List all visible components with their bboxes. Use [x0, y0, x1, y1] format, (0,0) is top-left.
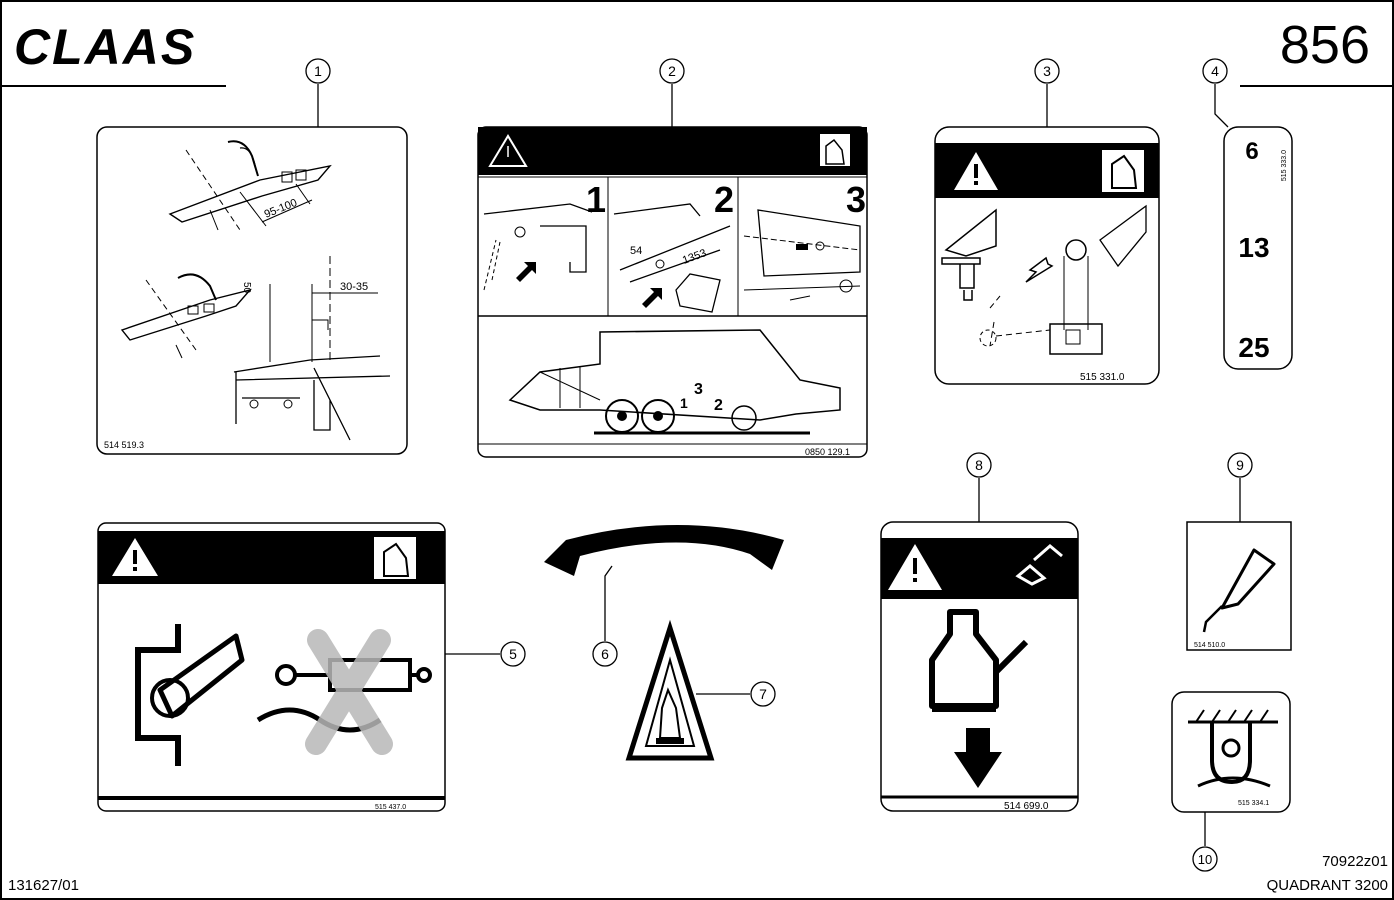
svg-text:515 333.0: 515 333.0: [1281, 150, 1288, 181]
svg-text:50: 50: [241, 282, 252, 294]
svg-text:515 331.0: 515 331.0: [1080, 372, 1125, 383]
svg-text:514 699.0: 514 699.0: [1004, 801, 1049, 812]
decal-3: 515 331.0: [934, 126, 1160, 385]
svg-text:2: 2: [668, 63, 676, 79]
decal-7: [625, 619, 715, 761]
claas-logo: CLAAS: [14, 19, 196, 75]
callout-6: 6: [592, 641, 618, 667]
svg-text:2: 2: [714, 179, 734, 220]
svg-text:0850 129.1: 0850 129.1: [805, 447, 850, 457]
callout-10: 10: [1192, 846, 1218, 872]
svg-text:6: 6: [1245, 138, 1258, 165]
footer-right-code: 70922z01: [1322, 853, 1388, 870]
decal-2: 1 2 3 54 1353 1 2 3 0850 129.1: [477, 126, 868, 458]
svg-text:4: 4: [1211, 63, 1219, 79]
callout-8: 8: [966, 452, 992, 478]
svg-text:514 510.0: 514 510.0: [1194, 642, 1225, 649]
callout-5: 5: [500, 641, 526, 667]
callout-7: 7: [750, 681, 776, 707]
callout-4: 4: [1202, 58, 1228, 84]
svg-text:2: 2: [714, 397, 723, 414]
svg-text:515 334.1: 515 334.1: [1238, 800, 1269, 807]
svg-text:13: 13: [1238, 232, 1269, 263]
svg-text:1: 1: [680, 395, 688, 411]
svg-text:1: 1: [314, 63, 322, 79]
manual-hand-icon: [383, 542, 410, 577]
decal-4: 6 13 25 515 333.0: [1223, 126, 1293, 370]
svg-text:CLAAS: CLAAS: [14, 19, 196, 75]
falling-person-icon: [1015, 544, 1063, 586]
svg-text:9: 9: [1236, 457, 1244, 473]
manual-hand-icon: [1111, 154, 1138, 189]
svg-text:3: 3: [694, 381, 703, 398]
svg-text:515 437.0: 515 437.0: [375, 804, 406, 811]
svg-text:6: 6: [601, 646, 609, 662]
callout-2: 2: [659, 58, 685, 84]
callout-9: 9: [1227, 452, 1253, 478]
callout-3: 3: [1034, 58, 1060, 84]
svg-text:514 519.3: 514 519.3: [104, 440, 144, 450]
rotation-arrow-icon: [544, 525, 784, 576]
decal-5: 515 437.0: [97, 522, 446, 812]
footer-left-code: 131627/01: [8, 877, 79, 894]
svg-text:5: 5: [509, 646, 517, 662]
decal-1: 95-100 50 30-35 514 519.3: [96, 126, 408, 455]
manual-hand-icon: [825, 138, 845, 165]
svg-text:10: 10: [1198, 852, 1212, 867]
leader-lines: [317, 84, 1241, 846]
decal-9: 514 510.0: [1186, 521, 1292, 651]
callout-1: 1: [305, 58, 331, 84]
svg-text:30-35: 30-35: [340, 281, 368, 293]
footer-model: QUADRANT 3200: [1267, 877, 1388, 894]
svg-text:25: 25: [1238, 332, 1269, 363]
down-arrow-icon: [954, 728, 1002, 788]
grease-gun-icon: [1220, 548, 1276, 610]
svg-text:3: 3: [846, 179, 866, 220]
svg-text:54: 54: [630, 245, 642, 257]
warning-icon: [488, 134, 528, 167]
svg-text:1: 1: [586, 179, 606, 220]
prohibited-cross: [305, 629, 393, 755]
svg-text:7: 7: [759, 686, 767, 702]
svg-text:3: 3: [1043, 63, 1051, 79]
decal-10: 515 334.1: [1171, 691, 1291, 813]
svg-text:8: 8: [975, 457, 983, 473]
page-number: 856: [1280, 15, 1370, 75]
decal-8: 514 699.0: [880, 521, 1079, 812]
